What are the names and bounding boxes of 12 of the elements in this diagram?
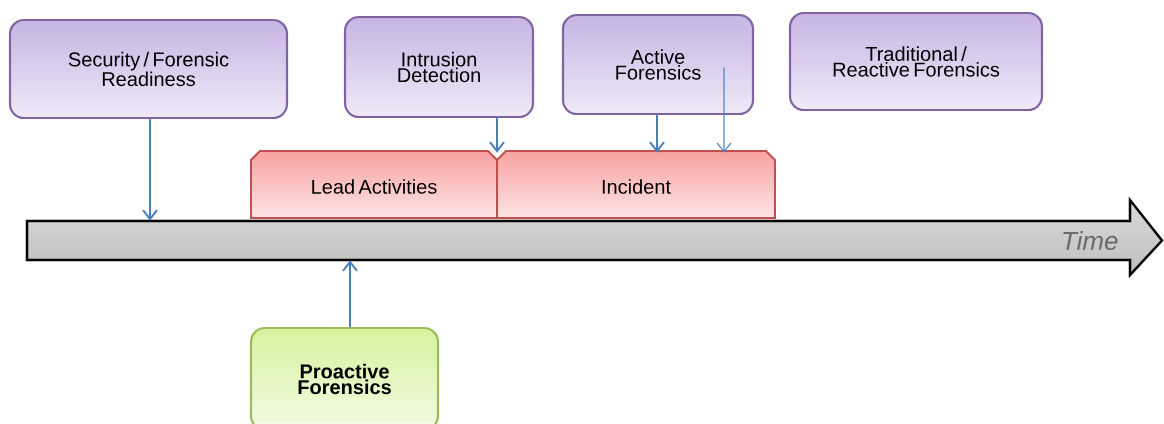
- arrow: [342, 260, 358, 328]
- arrow: [649, 114, 665, 153]
- process-box: Active Forensics: [561, 13, 755, 116]
- phase-box: Incident: [496, 150, 776, 219]
- arrow: [489, 117, 505, 153]
- arrow: [716, 66, 732, 153]
- phase-box: Lead Activities: [250, 150, 498, 219]
- process-box: Intrusion Detection: [343, 15, 535, 119]
- process-box: Proactive Forensics: [249, 326, 440, 424]
- arrow: [142, 118, 158, 221]
- process-box: Traditional / Reactive Forensics: [788, 11, 1044, 112]
- process-box: Security / Forensic Readiness: [8, 18, 289, 120]
